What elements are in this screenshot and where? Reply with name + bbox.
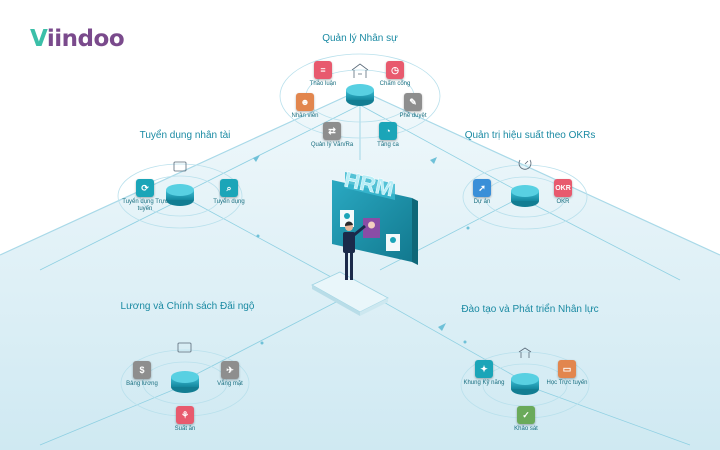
flow-arrows bbox=[253, 155, 470, 345]
leave-icon: ✈ bbox=[221, 361, 239, 379]
recruit-search-icon: ⌕ bbox=[220, 179, 238, 197]
module-approvals[interactable]: ✎Phê duyệt bbox=[383, 93, 443, 120]
group-title-hr: Quản lý Nhân sự bbox=[322, 33, 398, 44]
pedestal-training bbox=[511, 373, 539, 395]
group-title-training: Đào tạo và Phát triển Nhân lực bbox=[461, 304, 599, 315]
inout-icon: ⇄ bbox=[323, 122, 341, 140]
viindoo-logo: Viindoo bbox=[30, 26, 125, 52]
module-payroll[interactable]: $Bảng lương bbox=[112, 361, 172, 388]
platform-floor bbox=[0, 90, 720, 450]
okr-icon: OKR bbox=[554, 179, 572, 197]
pedestal-recruit bbox=[166, 184, 194, 206]
module-survey[interactable]: ✓Khảo sát bbox=[496, 406, 556, 433]
module-elearning[interactable]: ▭Học Trực tuyến bbox=[537, 360, 597, 387]
svg-text:HRM: HRM bbox=[342, 166, 396, 200]
hrm-screen-title: HRM bbox=[342, 166, 397, 200]
module-inout[interactable]: ⇄Quản lý Văn/Ra bbox=[302, 122, 362, 149]
module-employees[interactable]: ☻Nhân viên bbox=[275, 93, 335, 120]
module-leave[interactable]: ✈Vắng mặt bbox=[200, 361, 260, 388]
pedestal-hr bbox=[346, 84, 374, 106]
module-recruitment[interactable]: ⌕Tuyển dụng bbox=[199, 179, 259, 206]
chat-icon: ≡ bbox=[314, 61, 332, 79]
online-recruit-icon: ⟳ bbox=[136, 179, 154, 197]
group-title-payroll: Lương và Chính sách Đãi ngộ bbox=[120, 301, 255, 312]
elearning-icon: ▭ bbox=[558, 360, 576, 378]
overtime-icon: ◔ bbox=[379, 122, 397, 140]
payroll-icon: $ bbox=[133, 361, 151, 379]
approve-icon: ✎ bbox=[404, 93, 422, 111]
clock-icon: ◷ bbox=[386, 61, 404, 79]
central-hrm bbox=[311, 172, 418, 316]
group-title-okr: Quản trị hiệu suất theo OKRs bbox=[464, 130, 596, 141]
module-projects[interactable]: ➚Dự án bbox=[452, 179, 512, 206]
meal-icon: ⚘ bbox=[176, 406, 194, 424]
pedestals bbox=[166, 84, 539, 395]
module-discussion[interactable]: ≡Thảo luận bbox=[293, 61, 353, 88]
module-online-recruitment[interactable]: ⟳Tuyển dụng Trực tuyến bbox=[115, 179, 175, 213]
module-attendance[interactable]: ◷Chấm công bbox=[365, 61, 425, 88]
people-icon: ☻ bbox=[296, 93, 314, 111]
pedestal-okr bbox=[511, 185, 539, 207]
rocket-icon: ➚ bbox=[473, 179, 491, 197]
pedestal-glyphs bbox=[173, 63, 532, 358]
module-overtime[interactable]: ◔Tăng ca bbox=[358, 122, 418, 149]
person-figure bbox=[343, 221, 366, 280]
pedestal-payroll bbox=[171, 371, 199, 393]
skills-icon: ✦ bbox=[475, 360, 493, 378]
module-skills[interactable]: ✦Khung Kỹ năng bbox=[454, 360, 514, 387]
group-title-recruitment: Tuyển dụng nhân tài bbox=[139, 130, 231, 141]
survey-icon: ✓ bbox=[517, 406, 535, 424]
module-meals[interactable]: ⚘Suất ăn bbox=[155, 406, 215, 433]
